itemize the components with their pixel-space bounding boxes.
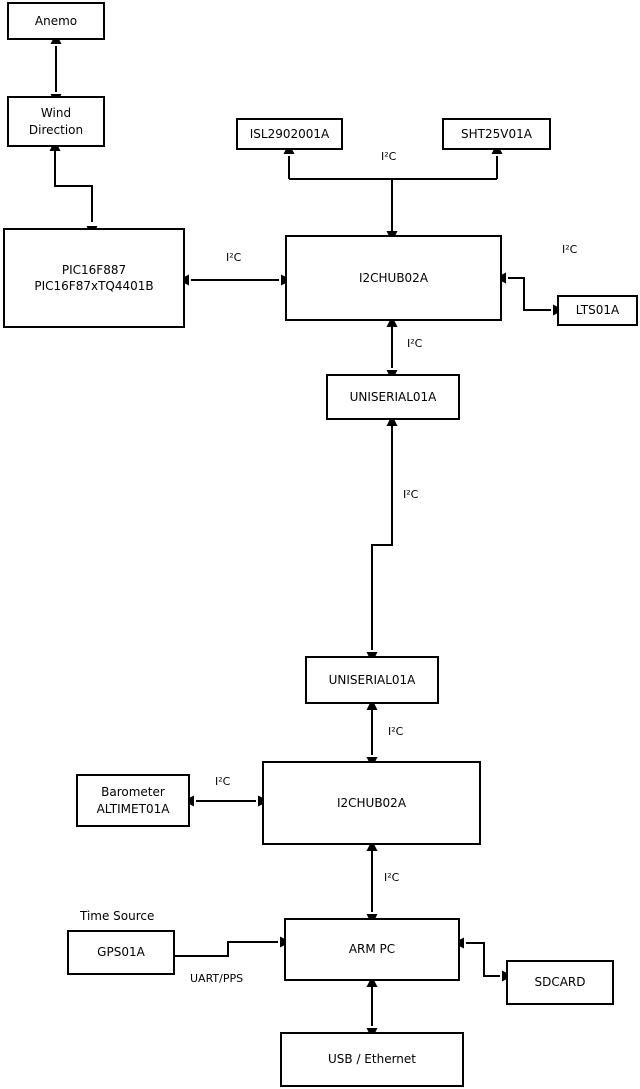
edge-label-i2c-baro-hub2: I²C	[215, 775, 231, 788]
node-label: ISL2902001A	[249, 126, 330, 141]
node-isl[interactable]: ISL2902001A	[236, 118, 343, 150]
edge-label-uart-pps: UART/PPS	[190, 972, 244, 985]
node-uniserial-bot[interactable]: UNISERIAL01A	[305, 656, 439, 704]
node-barometer[interactable]: Barometer ALTIMET01A	[76, 774, 190, 827]
arrowhead-head-arm-up	[366, 976, 378, 987]
node-armpc[interactable]: ARM PC	[284, 918, 460, 981]
wire-winddir-pic	[54, 151, 93, 222]
arrowhead-head-hubbot-up	[366, 840, 378, 851]
edge-label-i2c-uni-uni: I²C	[403, 488, 419, 501]
node-label: Anemo	[34, 13, 78, 28]
edge-label-i2c-pic-hub: I²C	[226, 251, 242, 264]
node-label: LTS01A	[575, 303, 620, 318]
node-wind-dir[interactable]: Wind Direction	[7, 96, 105, 147]
edge-label-i2c-hub2-arm: I²C	[384, 871, 400, 884]
node-label: ARM PC	[348, 942, 396, 957]
node-sht[interactable]: SHT25V01A	[442, 118, 551, 150]
node-hub-bot[interactable]: I2CHUB02A	[262, 761, 481, 845]
node-label: UNISERIAL01A	[349, 389, 437, 404]
node-usb-eth[interactable]: USB / Ethernet	[280, 1032, 464, 1087]
edge-label-i2c-hub-uni: I²C	[407, 337, 423, 350]
arrowhead-head-hubtop-up	[386, 316, 398, 327]
node-hub-top[interactable]: I2CHUB02A	[285, 235, 502, 321]
wire-hub-lts	[508, 277, 551, 311]
edge-label-i2c-isl-sht: I²C	[381, 150, 397, 163]
arrowhead-head-unitop-up2	[386, 415, 398, 426]
node-label: SHT25V01A	[461, 126, 532, 141]
node-label: USB / Ethernet	[328, 1052, 416, 1067]
node-uniserial-top[interactable]: UNISERIAL01A	[326, 374, 460, 420]
node-lts[interactable]: LTS01A	[557, 295, 638, 326]
edge-label-i2c-hub-lts: I²C	[562, 243, 578, 256]
node-label: I2CHUB02A	[336, 795, 407, 810]
node-pic[interactable]: PIC16F887 PIC16F87xTQ4401B	[3, 228, 185, 328]
wire-arm-sdcard	[466, 942, 500, 977]
node-label: SDCARD	[534, 975, 586, 990]
node-label: Barometer ALTIMET01A	[96, 785, 170, 816]
edge-label-i2c-uni-hub2: I²C	[388, 725, 404, 738]
node-label: PIC16F887 PIC16F87xTQ4401B	[34, 262, 154, 293]
node-label: Wind Direction	[28, 106, 84, 137]
node-label: UNISERIAL01A	[328, 672, 416, 687]
node-anemo[interactable]: Anemo	[7, 2, 105, 40]
wire-uniserial-link	[371, 426, 393, 650]
node-gps[interactable]: GPS01A	[67, 930, 175, 975]
node-sdcard[interactable]: SDCARD	[506, 960, 614, 1005]
arrowhead-head-unibot-up	[366, 699, 378, 710]
node-label: GPS01A	[97, 945, 145, 960]
wire-gps-arm	[175, 941, 278, 957]
free-label-time-source: Time Source	[80, 909, 155, 923]
node-label: I2CHUB02A	[358, 270, 429, 285]
wire-hub-isl-sht	[288, 156, 498, 231]
